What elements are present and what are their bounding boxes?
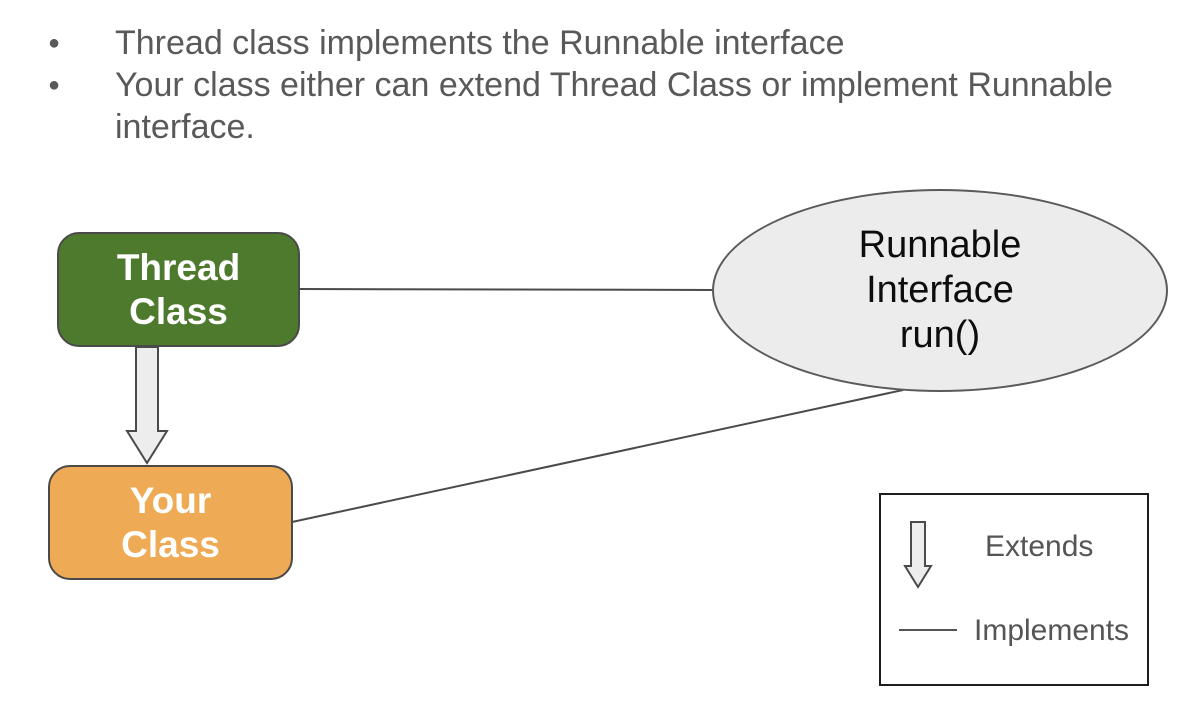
node-thread-class: Thread Class — [57, 232, 300, 347]
bullet-text: Thread class implements the Runnable int… — [115, 24, 845, 62]
implements-line-thread-to-runnable — [299, 288, 717, 291]
bullet-icon: ● — [48, 32, 61, 54]
implements-line-your-to-runnable — [291, 389, 904, 523]
bullet-icon: ● — [48, 74, 61, 96]
implements-line-icon — [899, 629, 957, 631]
node-runnable-interface-label: Runnable Interface run() — [858, 224, 1022, 356]
legend-implements-label: Implements — [974, 614, 1130, 647]
legend-box: Extends Implements — [879, 493, 1149, 686]
extends-arrow-icon — [903, 521, 933, 589]
bullet-text: Your class either can extend Thread Clas… — [115, 66, 1113, 146]
node-your-class: Your Class — [48, 465, 293, 580]
node-thread-class-label: Thread Class — [116, 246, 241, 332]
extends-arrow-icon — [125, 346, 169, 465]
bullet-list: ● Thread class implements the Runnable i… — [48, 22, 1158, 148]
legend-extends-label: Extends — [985, 530, 1094, 563]
bullet-item: ● Your class either can extend Thread Cl… — [48, 64, 1158, 148]
node-runnable-interface: Runnable Interface run() — [712, 189, 1168, 392]
bullet-item: ● Thread class implements the Runnable i… — [48, 22, 1158, 64]
node-your-class-label: Your Class — [121, 479, 220, 565]
